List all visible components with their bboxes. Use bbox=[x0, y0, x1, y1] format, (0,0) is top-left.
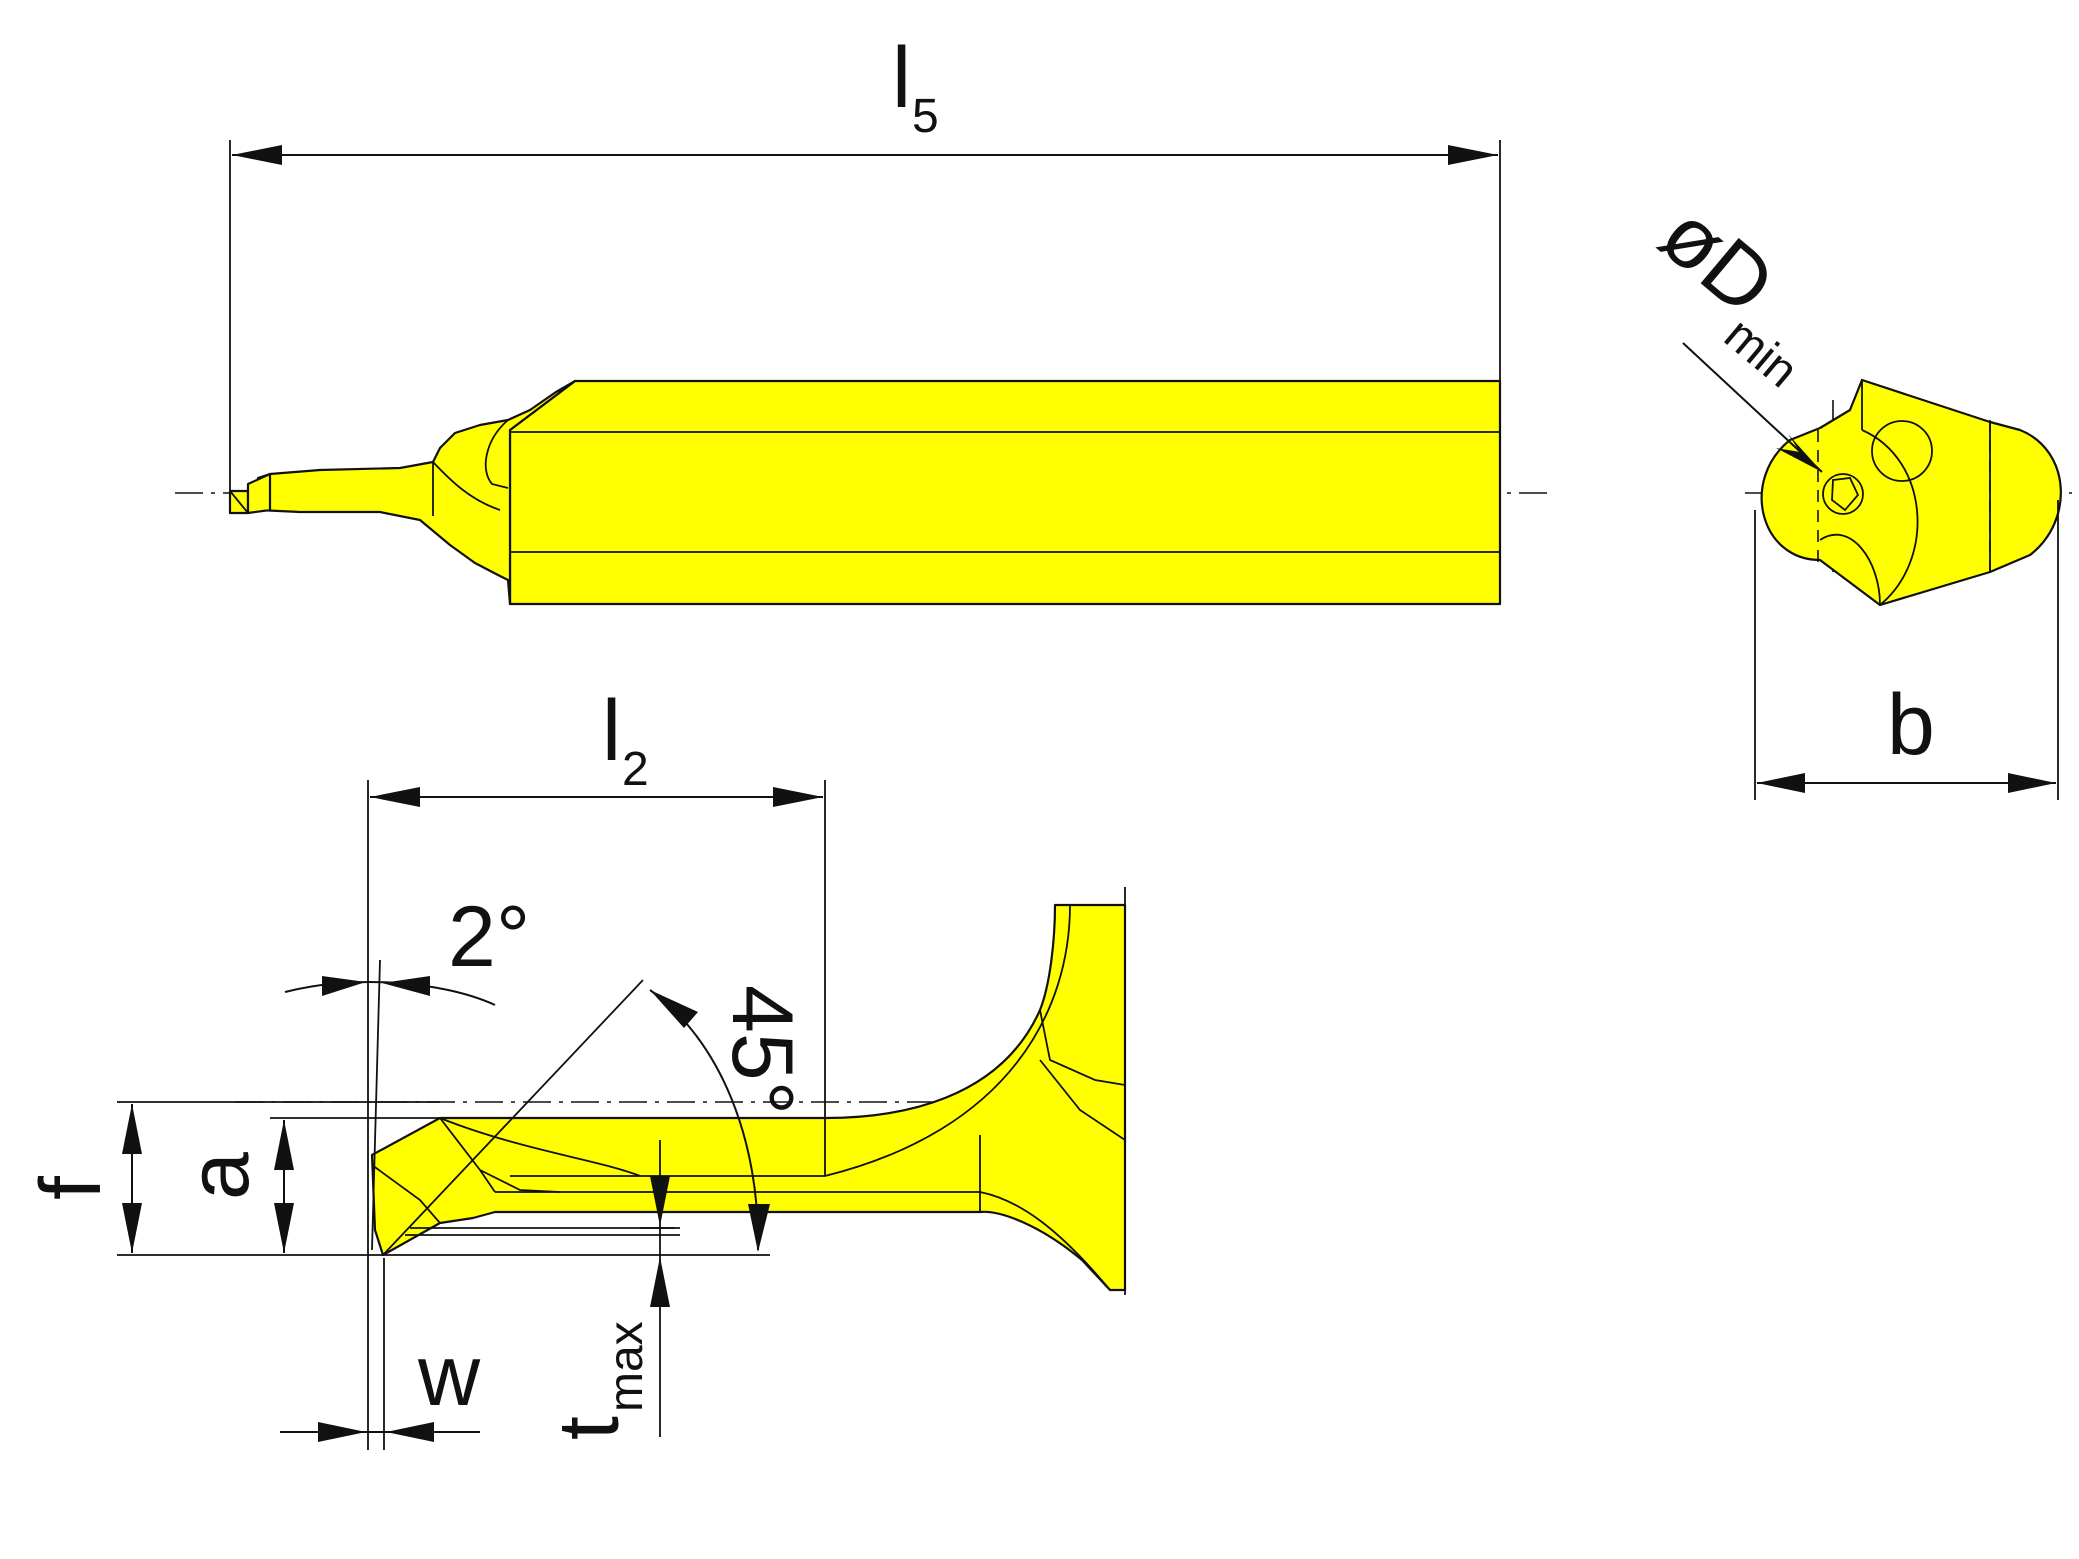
angle45-label: 45° bbox=[714, 985, 810, 1115]
a-label: a bbox=[171, 1152, 267, 1200]
angle45-arrow-bottom bbox=[748, 1204, 770, 1252]
tmax-label-sub: max bbox=[600, 1321, 653, 1412]
detail-inner-arc bbox=[824, 904, 1071, 1177]
tip-edge bbox=[229, 490, 249, 514]
l2-arrow-right bbox=[773, 787, 823, 807]
detail-tip-facet-4 bbox=[479, 1169, 561, 1193]
angle2-arrow-left bbox=[322, 976, 366, 996]
w-arrow-left bbox=[318, 1422, 366, 1442]
coolant-hole bbox=[1871, 420, 1933, 482]
l5-arrow-left bbox=[232, 145, 282, 165]
b-label: b bbox=[1887, 677, 1935, 773]
detail-body bbox=[370, 903, 1127, 1292]
w-label: w bbox=[417, 1328, 481, 1424]
b-arrow-right bbox=[2008, 773, 2056, 793]
dmin-leader bbox=[1682, 342, 1823, 473]
l5-label: l bbox=[892, 30, 911, 126]
tmax-arrow-bottom bbox=[650, 1257, 670, 1307]
a-arrow-top bbox=[274, 1120, 294, 1170]
dmin-label: øD bbox=[1643, 186, 1793, 333]
tmax-arrow-top bbox=[650, 1176, 670, 1226]
angle2-arrow-right bbox=[382, 976, 430, 996]
end-view-flank-curve bbox=[1861, 429, 1919, 606]
angle2-ext-line bbox=[371, 959, 381, 1251]
detail-flank-curve-3 bbox=[1039, 1059, 1126, 1141]
end-view-inner-curve bbox=[1819, 533, 1881, 606]
b-arrow-left bbox=[1757, 773, 1805, 793]
a-arrow-bottom bbox=[274, 1203, 294, 1253]
end-view-tip-detail bbox=[1831, 477, 1860, 512]
detail-tip-facet-2 bbox=[371, 1164, 441, 1224]
f-arrow-top bbox=[122, 1104, 142, 1154]
end-view-tip-circle bbox=[1822, 473, 1864, 515]
angle45-arrow-top bbox=[650, 990, 698, 1028]
angle2-label: 2° bbox=[448, 889, 530, 985]
w-arrow-right bbox=[386, 1422, 434, 1442]
l5-label-sub: 5 bbox=[912, 90, 939, 143]
side-view-shank bbox=[508, 379, 1502, 606]
end-view: øD min b bbox=[1643, 186, 2072, 800]
l5-arrow-right bbox=[1448, 145, 1498, 165]
tmax-label: t bbox=[541, 1416, 637, 1440]
detail-tip-facet-3 bbox=[439, 1117, 641, 1177]
l2-arrow-left bbox=[370, 787, 420, 807]
end-view-body bbox=[1760, 378, 2062, 607]
angle45-leader bbox=[382, 979, 644, 1256]
side-view: l 5 bbox=[175, 30, 1555, 606]
neck-under-curve bbox=[432, 461, 501, 511]
detail-flank-curve-1 bbox=[979, 1191, 1111, 1291]
detail-view: l 2 2° 45° f a bbox=[23, 683, 1127, 1450]
side-view-tip-body bbox=[246, 472, 272, 515]
f-arrow-bottom bbox=[122, 1203, 142, 1253]
angle2-arc bbox=[284, 981, 496, 1006]
l2-label: l bbox=[602, 683, 621, 779]
side-view-neck bbox=[256, 379, 577, 606]
dmin-arrow bbox=[1776, 434, 1822, 472]
detail-flank-curve-2 bbox=[1039, 1009, 1126, 1086]
f-label: f bbox=[23, 1175, 119, 1200]
neck-shoulder-curve bbox=[484, 419, 509, 489]
l2-label-sub: 2 bbox=[622, 743, 649, 796]
